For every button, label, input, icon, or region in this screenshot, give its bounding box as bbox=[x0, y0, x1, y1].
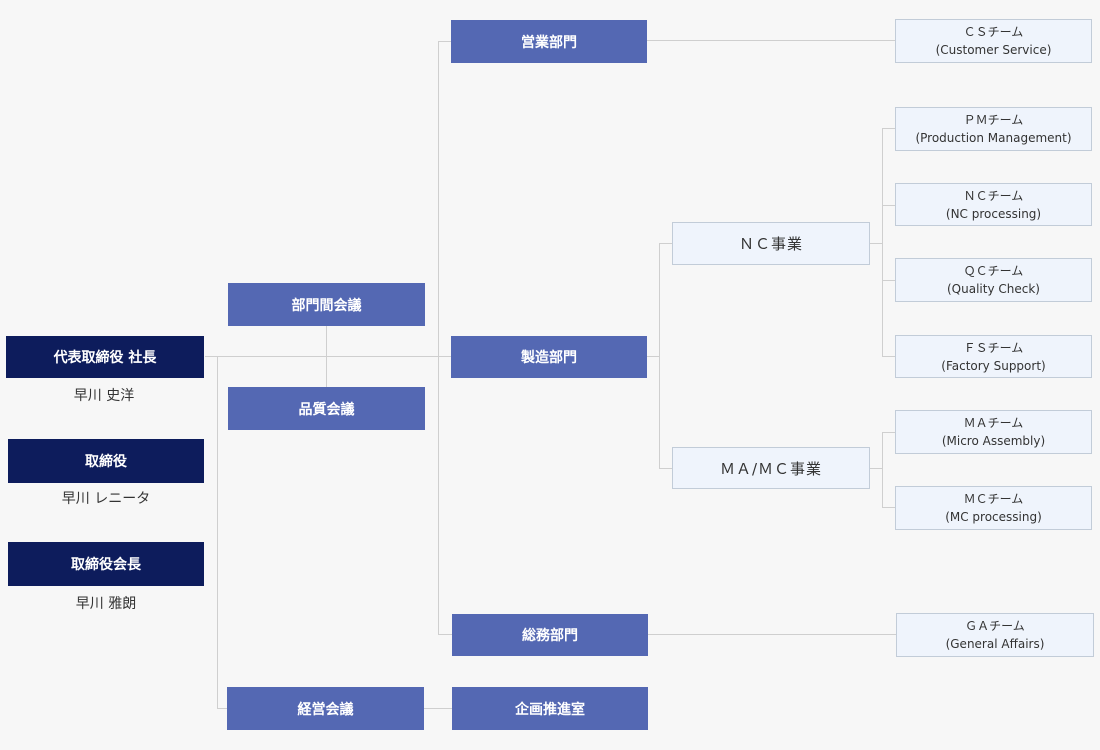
connector-line bbox=[424, 708, 452, 709]
manufacturing-dept-box: 製造部門 bbox=[451, 336, 647, 378]
ga-team-name: ＧＡチーム bbox=[965, 619, 1025, 633]
fs-team-english: (Factory Support) bbox=[941, 358, 1046, 373]
president-box: 代表取締役 社長 bbox=[6, 336, 204, 378]
connector-line bbox=[882, 432, 883, 508]
connector-line bbox=[882, 280, 895, 281]
general-affairs-dept-label: 総務部門 bbox=[522, 628, 578, 644]
director-title: 取締役 bbox=[85, 454, 127, 470]
nc-business-label: ＮＣ事業 bbox=[738, 235, 803, 253]
connector-line bbox=[647, 356, 660, 357]
connector-line bbox=[882, 128, 895, 129]
mc-team-english: (MC processing) bbox=[945, 510, 1042, 524]
connector-line bbox=[882, 432, 895, 433]
nc-business-box: ＮＣ事業 bbox=[672, 222, 870, 265]
connector-line bbox=[217, 708, 227, 709]
chairman-name: 早川 雅朗 bbox=[75, 596, 137, 612]
qc-team-english: (Quality Check) bbox=[947, 282, 1040, 296]
ma-team-name: ＭＡチーム bbox=[963, 416, 1024, 430]
mamc-business-label: ＭＡ/ＭＣ事業 bbox=[719, 459, 823, 478]
interdept-meeting-label: 部門間会議 bbox=[291, 297, 362, 314]
connector-line bbox=[438, 41, 439, 635]
connector-line bbox=[438, 41, 451, 42]
planning-office-label: 企画推進室 bbox=[515, 701, 585, 718]
connector-line bbox=[870, 243, 883, 244]
chairman-title: 取締役会長 bbox=[71, 557, 141, 573]
director-box: 取締役 bbox=[8, 439, 204, 483]
mc-team-name: ＭＣチーム bbox=[963, 492, 1024, 506]
qc-team-name: ＱＣチーム bbox=[963, 264, 1024, 278]
ma-team-english: (Micro Assembly) bbox=[941, 434, 1046, 448]
general-affairs-dept-box: 総務部門 bbox=[452, 614, 648, 656]
interdept-meeting-box: 部門間会議 bbox=[228, 283, 425, 326]
mc-team-box: ＭＣチーム (MC processing) bbox=[895, 486, 1092, 530]
director-name: 早川 レニータ bbox=[61, 491, 151, 507]
nc-team-box: ＮＣチーム (NC processing) bbox=[895, 183, 1092, 226]
management-meeting-label: 経営会議 bbox=[297, 701, 354, 718]
management-meeting-box: 経営会議 bbox=[227, 687, 424, 730]
ma-team-box: ＭＡチーム (Micro Assembly) bbox=[895, 410, 1092, 454]
connector-line bbox=[647, 40, 895, 41]
fs-team-box: ＦＳチーム (Factory Support) bbox=[895, 335, 1092, 378]
ga-team-english: (General Affairs) bbox=[945, 637, 1045, 651]
pm-team-box: ＰＭチーム (Production Management) bbox=[895, 107, 1092, 151]
mamc-business-box: ＭＡ/ＭＣ事業 bbox=[672, 447, 870, 489]
pm-team-name: ＰＭチーム bbox=[963, 113, 1024, 127]
chairman-box: 取締役会長 bbox=[8, 542, 204, 586]
fs-team-name: ＦＳチーム bbox=[963, 340, 1024, 355]
cs-team-name: ＣＳチーム bbox=[963, 25, 1024, 39]
planning-office-box: 企画推進室 bbox=[452, 687, 648, 730]
connector-line bbox=[882, 205, 895, 206]
cs-team-english: (Customer Service) bbox=[935, 43, 1052, 57]
quality-meeting-box: 品質会議 bbox=[228, 387, 425, 430]
manufacturing-dept-label: 製造部門 bbox=[521, 350, 577, 366]
qc-team-box: ＱＣチーム (Quality Check) bbox=[895, 258, 1092, 302]
connector-line bbox=[659, 468, 672, 469]
connector-line bbox=[326, 326, 327, 387]
nc-team-name: ＮＣチーム bbox=[963, 188, 1024, 203]
connector-line bbox=[882, 128, 883, 357]
connector-line bbox=[882, 507, 895, 508]
connector-line bbox=[648, 634, 896, 635]
connector-line bbox=[205, 356, 451, 357]
connector-line bbox=[870, 468, 883, 469]
ga-team-box: ＧＡチーム (General Affairs) bbox=[896, 613, 1094, 657]
sales-dept-box: 営業部門 bbox=[451, 20, 647, 63]
connector-line bbox=[659, 243, 660, 469]
nc-team-english: (NC processing) bbox=[945, 206, 1042, 221]
sales-dept-label: 営業部門 bbox=[521, 34, 577, 51]
connector-line bbox=[438, 634, 452, 635]
connector-line bbox=[217, 356, 218, 709]
president-name: 早川 史洋 bbox=[73, 388, 135, 404]
pm-team-english: (Production Management) bbox=[915, 131, 1072, 145]
connector-line bbox=[882, 356, 895, 357]
president-title: 代表取締役 社長 bbox=[53, 350, 157, 366]
cs-team-box: ＣＳチーム (Customer Service) bbox=[895, 19, 1092, 63]
quality-meeting-label: 品質会議 bbox=[298, 401, 355, 418]
connector-line bbox=[659, 243, 672, 244]
